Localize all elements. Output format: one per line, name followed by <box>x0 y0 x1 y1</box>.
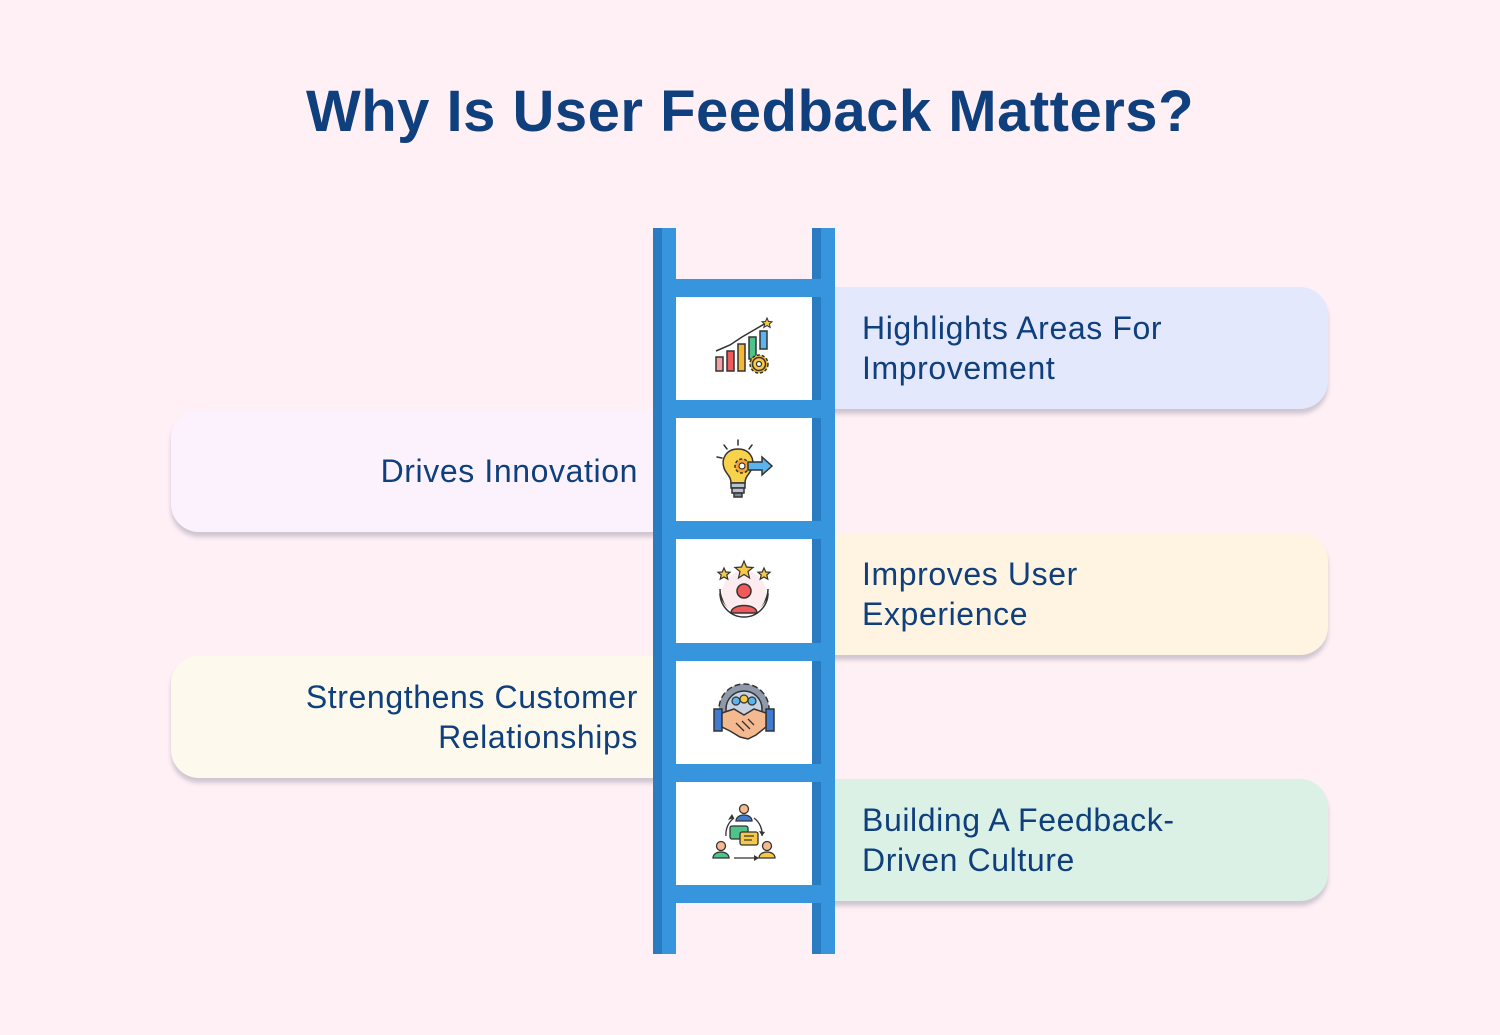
ladder-rung <box>664 764 824 782</box>
ladder-rail-right <box>812 228 835 954</box>
ladder-cell <box>676 418 812 521</box>
feedback-cycle-icon <box>712 803 776 861</box>
ladder-cell <box>676 539 812 643</box>
card-highlights-areas: Highlights Areas For Improvement <box>800 287 1328 409</box>
ladder-cell <box>676 297 812 400</box>
ladder-rung <box>664 643 824 661</box>
user-stars-icon <box>716 559 772 618</box>
ladder-rung <box>664 279 824 297</box>
page-title: Why Is User Feedback Matters? <box>305 79 1194 144</box>
card-label: Building A Feedback- Driven Culture <box>862 802 1175 878</box>
card-label: Strengthens Customer Relationships <box>305 679 638 755</box>
ladder-rung <box>664 885 824 903</box>
card-strengthens-relationships: Strengthens Customer Relationships <box>171 656 711 778</box>
card-label: Highlights Areas For Improvement <box>862 310 1163 386</box>
card-label: Drives Innovation <box>380 453 638 489</box>
card-feedback-culture: Building A Feedback- Driven Culture <box>800 779 1328 901</box>
card-label: Improves User Experience <box>862 556 1078 632</box>
chart-growth-gear-icon <box>715 316 774 374</box>
ladder-rung <box>664 521 824 539</box>
ladder-cell <box>676 782 812 885</box>
ladder-rung <box>664 400 824 418</box>
lightbulb-gear-arrow-icon <box>716 438 774 498</box>
card-drives-innovation: Drives Innovation <box>171 410 711 532</box>
ladder-rail-left <box>653 228 676 954</box>
handshake-gear-icon <box>713 682 775 740</box>
ladder-cell <box>676 661 812 764</box>
card-improves-user-experience: Improves User Experience <box>800 533 1328 655</box>
